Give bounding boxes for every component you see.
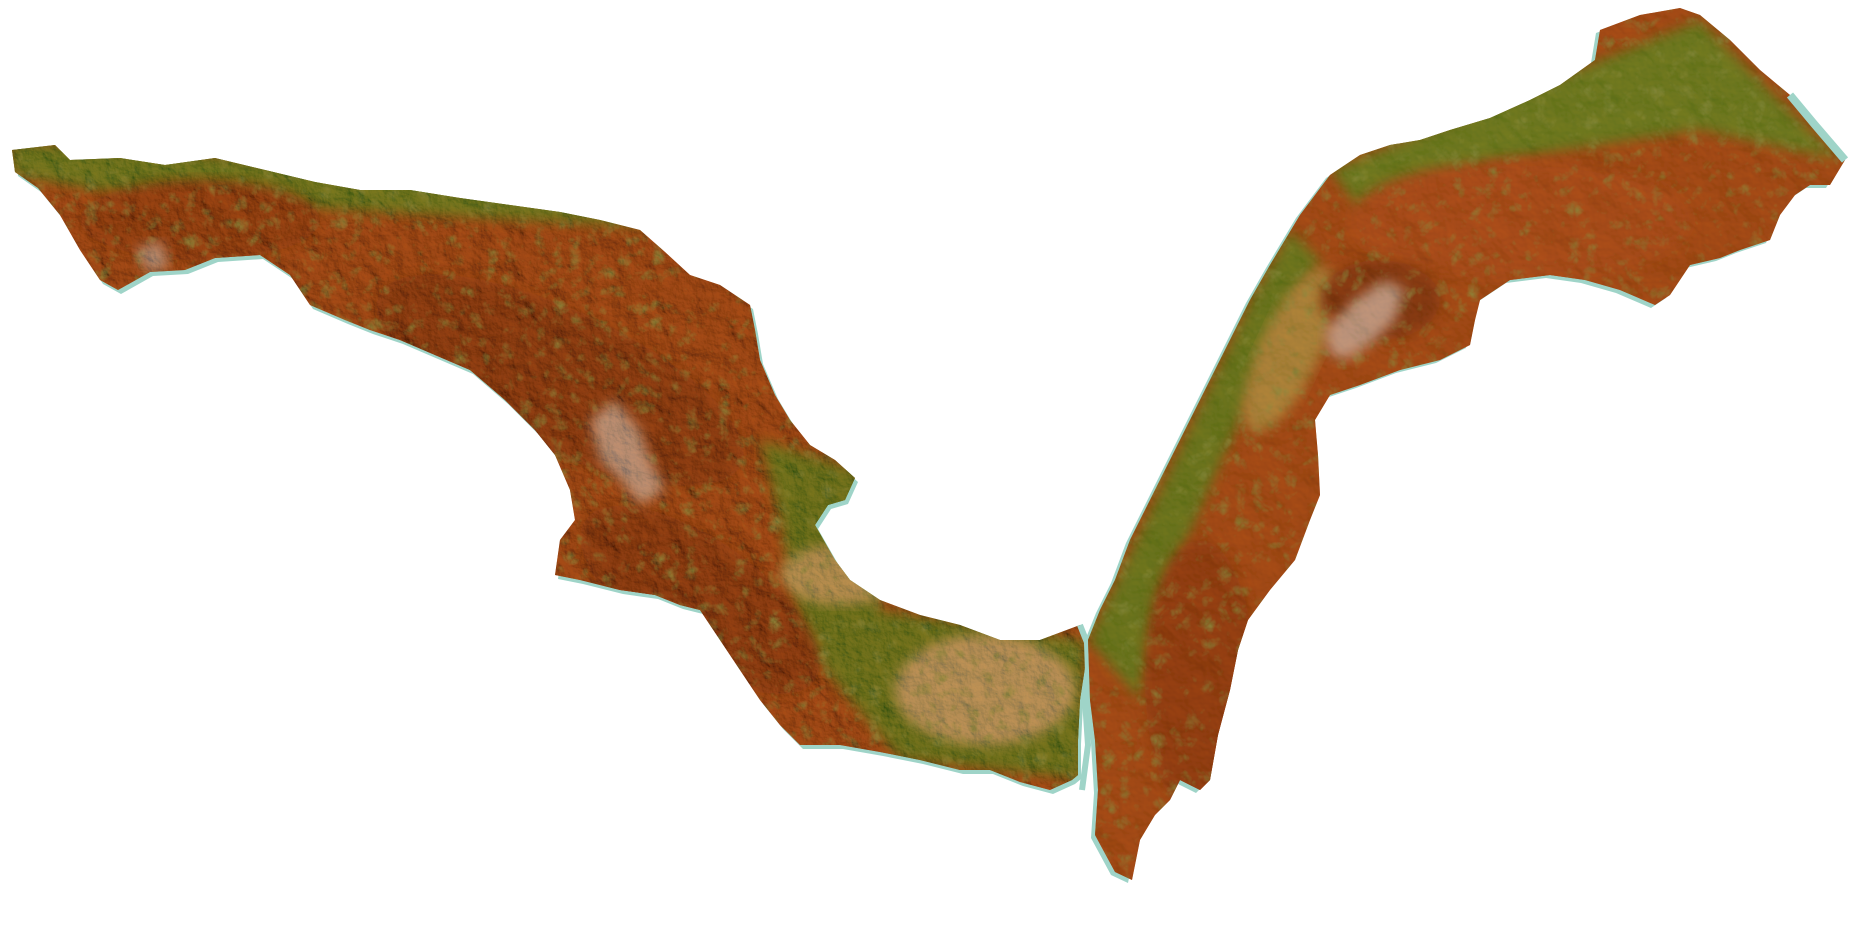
west-peak-south — [680, 690, 725, 740]
west-region — [12, 145, 1094, 794]
east-relief-texture — [1088, 8, 1845, 880]
east-region — [1084, 8, 1849, 883]
west-relief-texture — [12, 145, 1088, 790]
east-coastline — [1786, 92, 1849, 163]
